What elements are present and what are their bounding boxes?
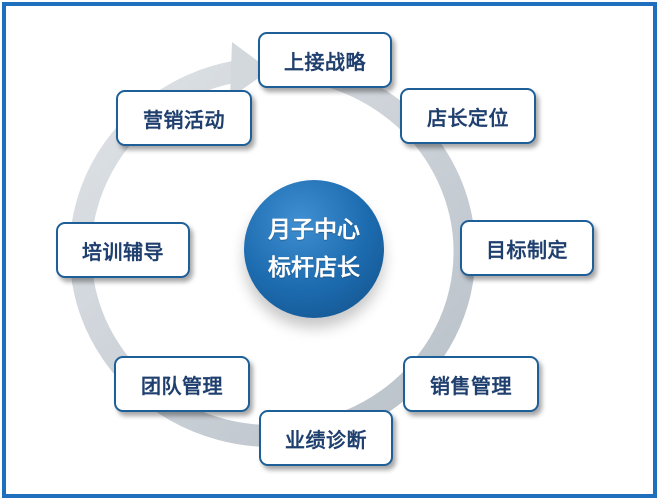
node-marketing-activities: 营销活动 [116,90,252,146]
node-team-management: 团队管理 [114,356,250,412]
node-sales-management: 销售管理 [403,356,539,412]
center-title-line2: 标杆店长 [268,255,360,281]
node-strategy: 上接战略 [258,32,392,88]
node-manager-positioning: 店长定位 [400,88,536,144]
cycle-arrow-head [230,42,270,98]
center-title-line1: 月子中心 [268,217,360,243]
node-goal-setting: 目标制定 [460,220,594,276]
center-circle: 月子中心 标杆店长 [244,180,384,318]
node-performance-diagnosis: 业绩诊断 [259,410,393,466]
node-training-coaching: 培训辅导 [56,222,190,278]
